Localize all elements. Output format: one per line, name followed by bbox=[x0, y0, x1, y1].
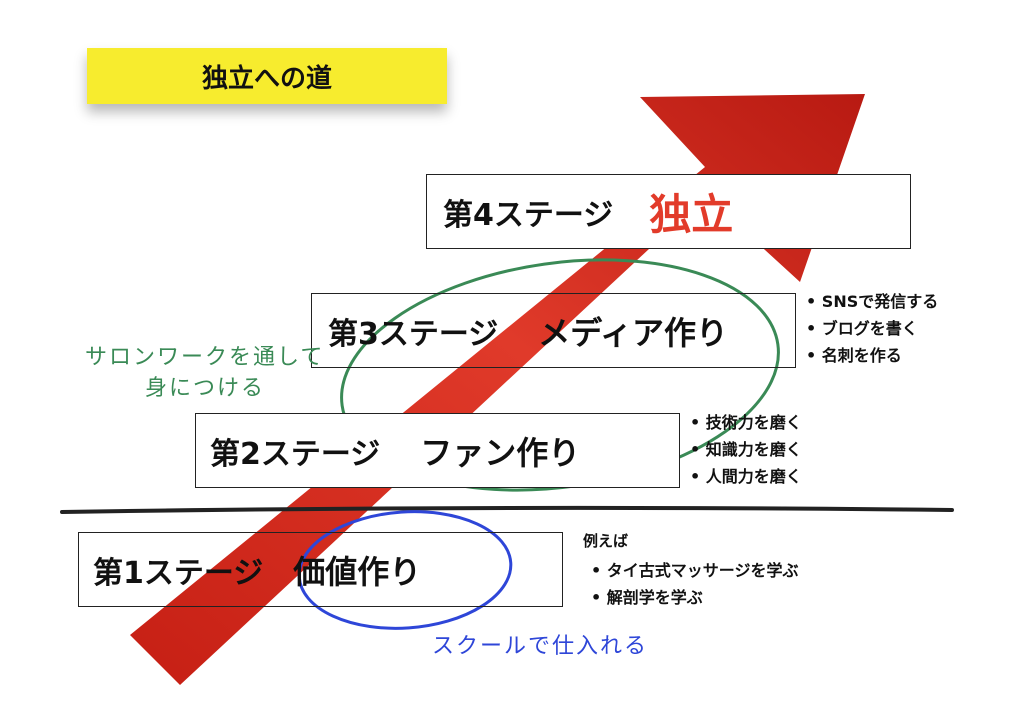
stage-3-bullets: SNSで発信する ブログを書く 名刺を作る bbox=[806, 288, 938, 369]
bullet-item: 人間力を磨く bbox=[690, 463, 802, 490]
stage-3-label: 第3ステージ bbox=[328, 316, 499, 352]
stage-3-value: メディア作り bbox=[538, 313, 729, 352]
blue-annotation: スクールで仕入れる bbox=[432, 634, 649, 659]
stage-2-value: ファン作り bbox=[420, 433, 581, 472]
stage-1-label: 第1ステージ bbox=[93, 555, 264, 591]
stage-2-box: 第2ステージ ファン作り bbox=[195, 413, 680, 488]
stage-2-label: 第2ステージ bbox=[210, 436, 381, 472]
green-annotation-line1: サロンワークを通して bbox=[85, 345, 325, 370]
bullet-item: タイ古式マッサージを学ぶ bbox=[591, 557, 799, 584]
green-annotation-line2: 身につける bbox=[145, 376, 266, 401]
growth-arrow bbox=[130, 94, 865, 685]
stage-1-box: 第1ステージ 価値作り bbox=[78, 532, 563, 607]
stage-1-value: 価値作り bbox=[293, 552, 422, 591]
bullet-item: 名刺を作る bbox=[806, 342, 938, 369]
stage-3-box: 第3ステージ メディア作り bbox=[311, 293, 796, 368]
blue-circle bbox=[297, 510, 513, 630]
stage-2-bullets: 技術力を磨く 知識力を磨く 人間力を磨く bbox=[690, 409, 802, 490]
bullet-item: ブログを書く bbox=[806, 315, 938, 342]
divider-line bbox=[60, 505, 954, 514]
stage-1-bullets: タイ古式マッサージを学ぶ 解剖学を学ぶ bbox=[591, 557, 799, 611]
bullet-item: SNSで発信する bbox=[806, 288, 938, 315]
stage-1-examples-heading: 例えば bbox=[583, 532, 629, 550]
stage-4-label: 第4ステージ bbox=[443, 197, 614, 233]
bullet-item: 技術力を磨く bbox=[690, 409, 802, 436]
stage-4-value: 独立 bbox=[649, 190, 734, 239]
bullet-item: 解剖学を学ぶ bbox=[591, 584, 798, 611]
page-title: 独立への道 bbox=[87, 48, 447, 104]
green-annotation: サロンワークを通して 身につける bbox=[85, 342, 324, 404]
bullet-item: 知識力を磨く bbox=[690, 436, 802, 463]
stage-4-box: 第4ステージ 独立 bbox=[426, 174, 911, 249]
